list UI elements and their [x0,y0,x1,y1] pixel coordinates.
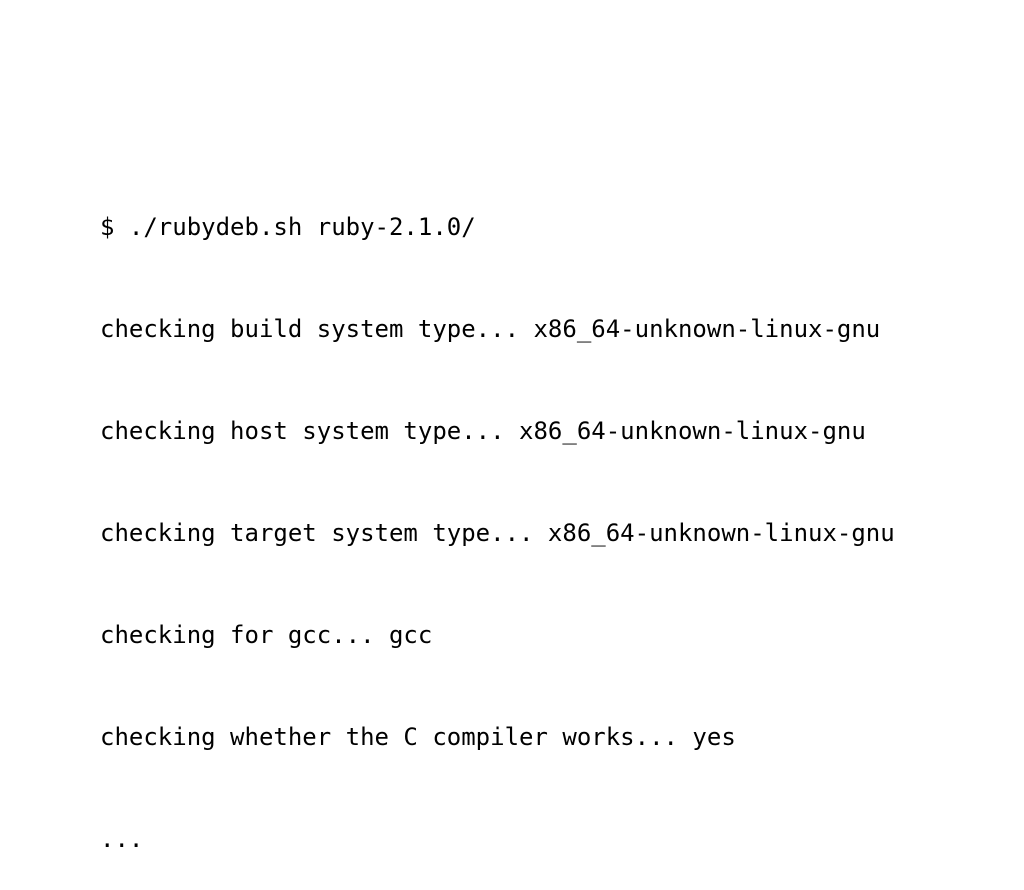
command-line: $ ./rubydeb.sh ruby-2.1.0/ [100,213,476,241]
output-line-ellipsis: ... [100,825,144,853]
output-line-host-system: checking host system type... x86_64-unkn… [100,417,866,445]
output-line-gcc: checking for gcc... gcc [100,621,433,649]
output-line-build-system: checking build system type... x86_64-unk… [100,315,881,343]
terminal-output: $ ./rubydeb.sh ruby-2.1.0/ checking buil… [100,142,1000,890]
output-line-target-system: checking target system type... x86_64-un… [100,519,895,547]
output-line-compiler-works: checking whether the C compiler works...… [100,723,736,751]
